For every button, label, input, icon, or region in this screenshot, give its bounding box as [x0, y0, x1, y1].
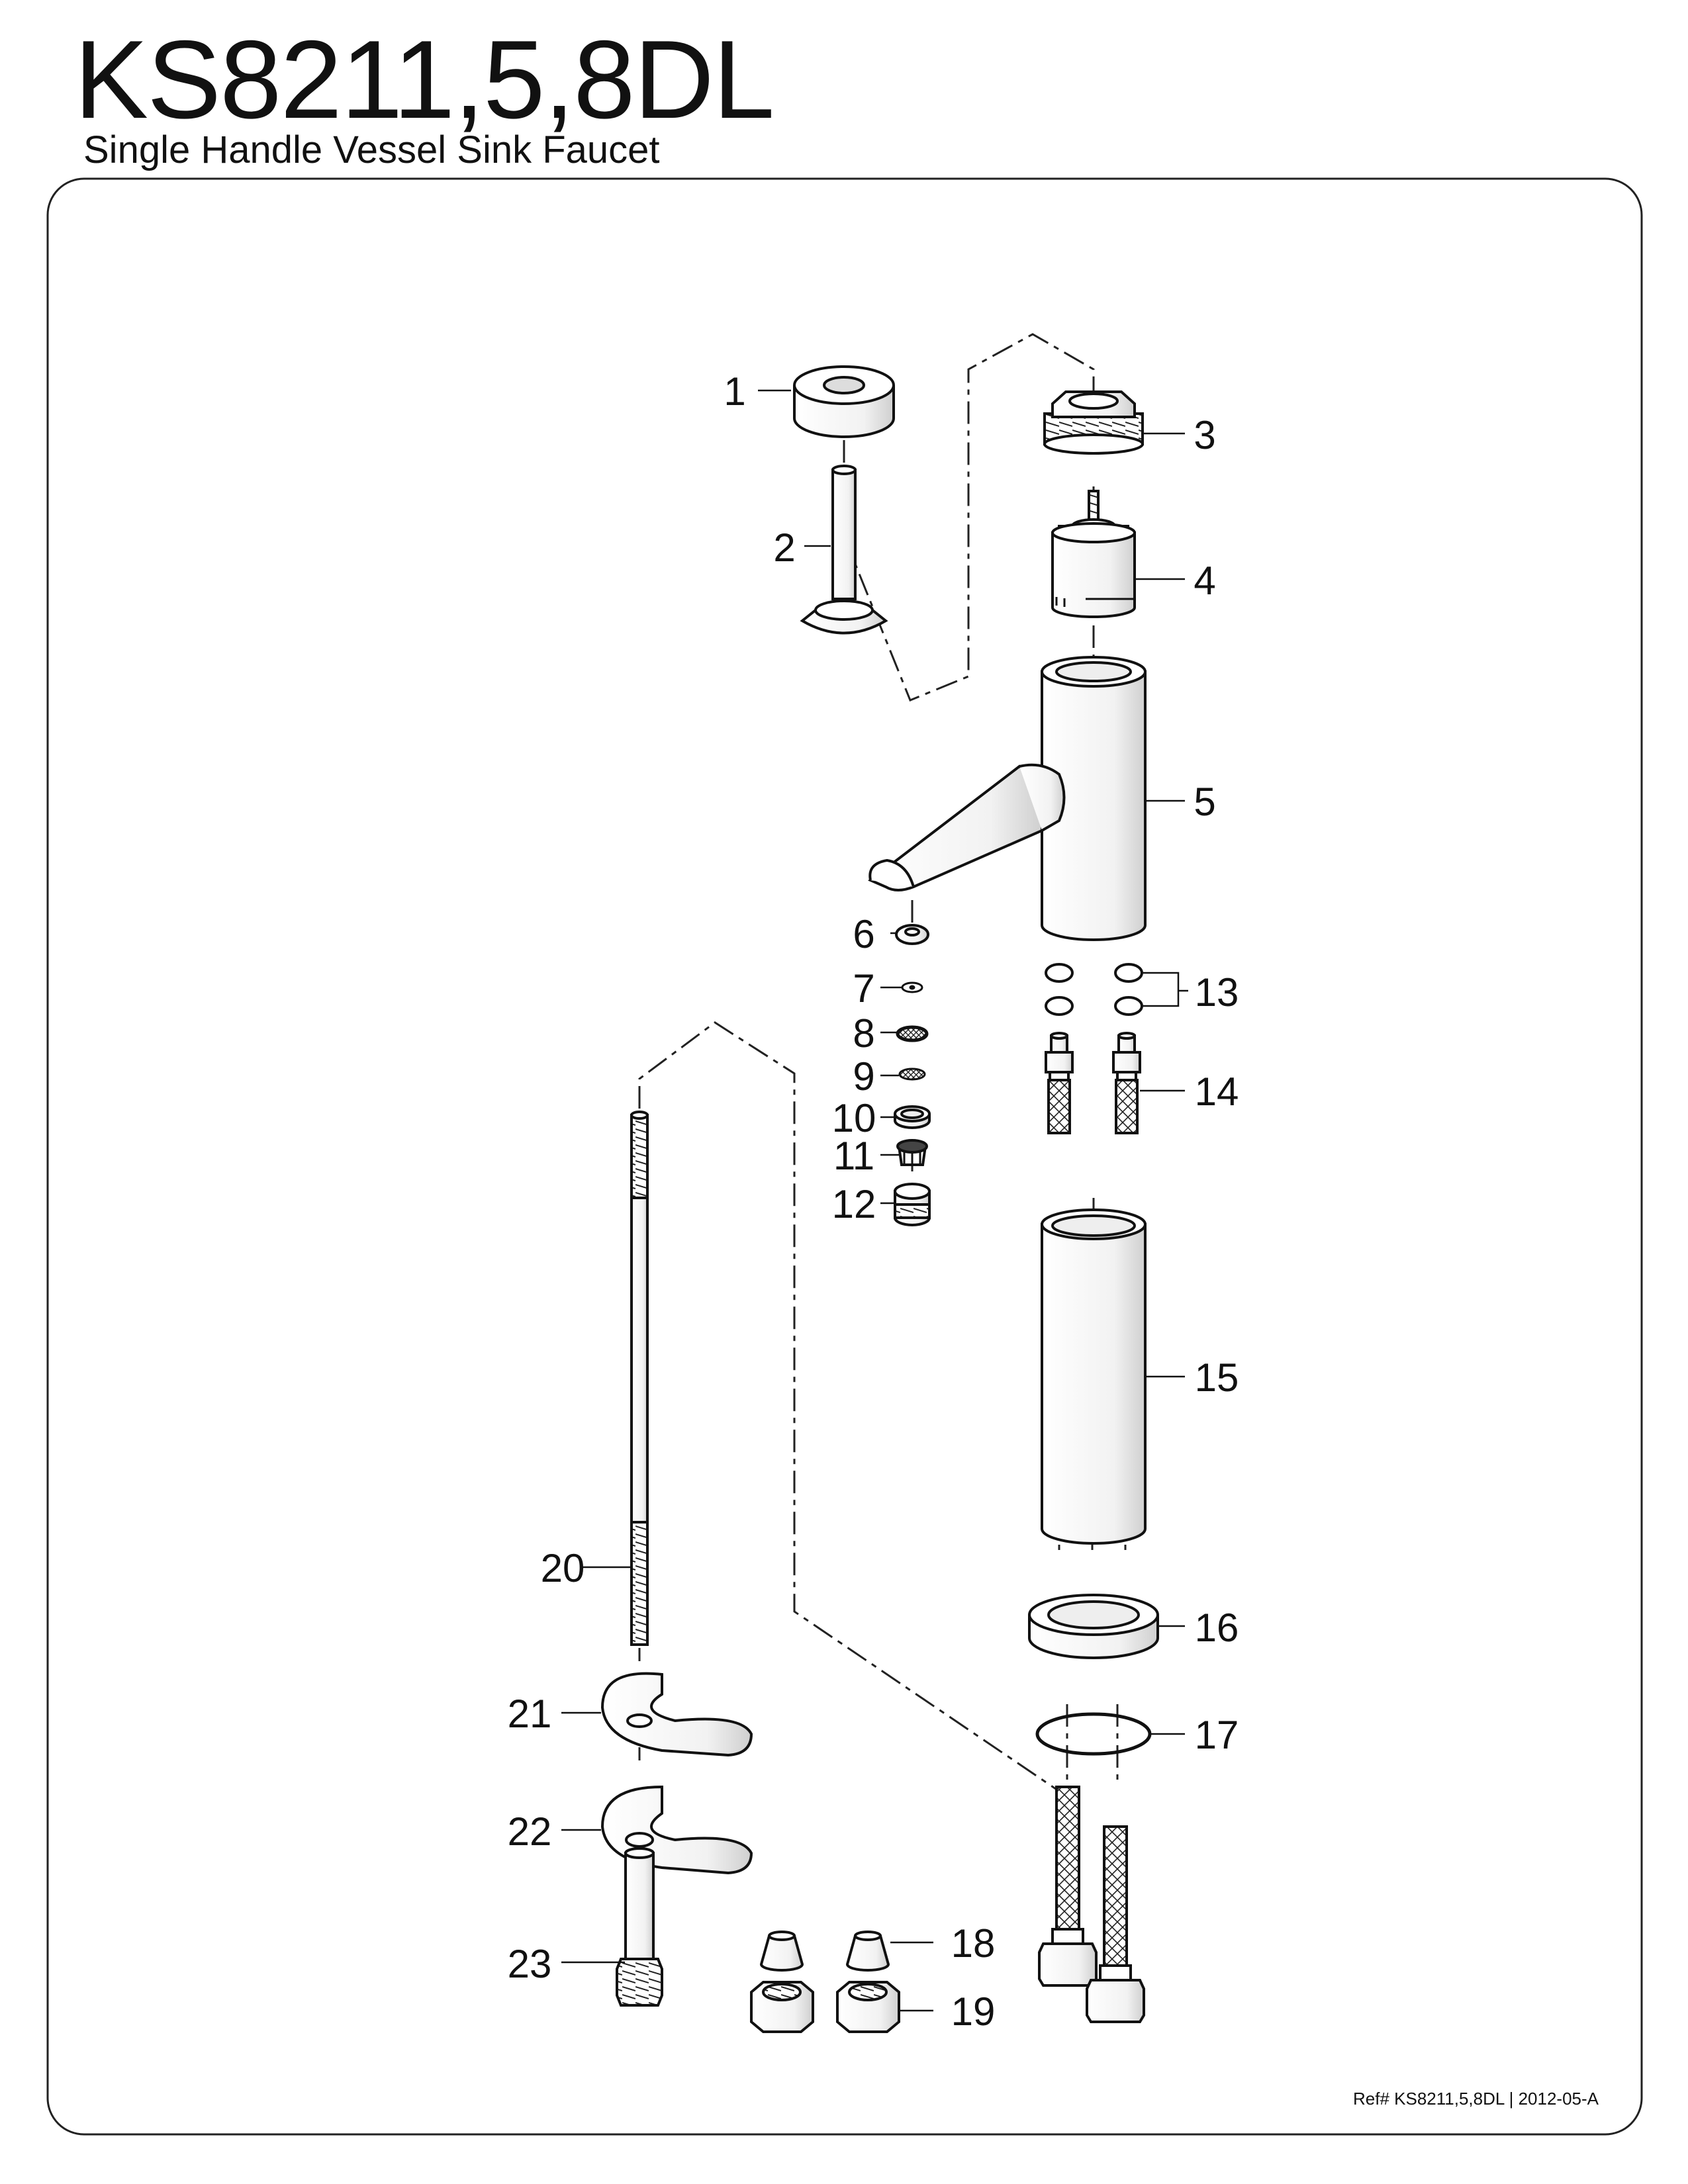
cartridge-icon — [1051, 490, 1136, 618]
reference-code: Ref# KS8211,5,8DL | 2012-05-A — [1353, 2089, 1599, 2109]
bonnet-nut-icon — [1043, 390, 1144, 455]
riser-tube-icon — [1041, 1208, 1147, 1545]
part-label-23: 23 — [508, 1942, 552, 1986]
ring-icon — [894, 1105, 931, 1129]
part-label-22: 22 — [508, 1809, 552, 1854]
small-washer-icon — [901, 981, 923, 993]
aerator-housing-icon — [894, 1183, 931, 1226]
part-label-7: 7 — [853, 966, 874, 1011]
part-label-18: 18 — [951, 1921, 996, 1966]
part-label-11: 11 — [833, 1134, 874, 1178]
part-label-12: 12 — [832, 1182, 876, 1226]
washer-icon — [895, 924, 929, 945]
part-labels: 1 2 3 4 5 6 7 8 9 10 11 12 13 14 15 16 1… — [508, 369, 1239, 2034]
part-label-10: 10 — [832, 1096, 876, 1140]
part-label-19: 19 — [951, 1989, 996, 2034]
screen-icon — [898, 1068, 926, 1081]
horseshoe-washer-icon — [600, 1672, 753, 1757]
part-label-21: 21 — [508, 1692, 552, 1736]
part-label-3: 3 — [1194, 413, 1215, 457]
compression-sleeve-icon — [759, 1931, 890, 1972]
part-label-17: 17 — [1195, 1713, 1239, 1757]
compression-nut-icon — [750, 1981, 900, 2033]
threaded-rod-icon — [630, 1111, 649, 1646]
faucet-body-icon — [868, 656, 1147, 941]
page-title: KS8211,5,8DL — [74, 17, 774, 142]
part-label-15: 15 — [1195, 1355, 1239, 1400]
part-label-8: 8 — [853, 1011, 874, 1056]
page-subtitle: Single Handle Vessel Sink Faucet — [83, 128, 660, 171]
part-label-5: 5 — [1194, 780, 1215, 824]
part-label-9: 9 — [853, 1054, 874, 1099]
o-ring-icon — [1045, 963, 1143, 1016]
leader-lines — [561, 389, 1188, 2012]
part-label-14: 14 — [1195, 1069, 1239, 1114]
supply-hose-icon — [1045, 1032, 1141, 1134]
screen-icon — [896, 1025, 929, 1042]
part-label-1: 1 — [724, 369, 745, 414]
supply-hose-icon — [1038, 1786, 1145, 2023]
handle-cap-icon — [793, 365, 895, 438]
part-label-6: 6 — [853, 912, 874, 956]
part-label-2: 2 — [773, 525, 795, 570]
gasket-icon — [1035, 1712, 1152, 1756]
part-label-4: 4 — [1194, 559, 1215, 603]
part-label-13: 13 — [1195, 970, 1239, 1015]
aerator-insert-icon — [896, 1139, 928, 1166]
part-label-16: 16 — [1195, 1606, 1239, 1650]
base-ring-icon — [1028, 1594, 1159, 1659]
lever-handle-icon — [800, 465, 888, 635]
diagram-frame — [46, 177, 1643, 2136]
mounting-nut-icon — [616, 1847, 663, 2007]
part-label-20: 20 — [541, 1546, 585, 1590]
